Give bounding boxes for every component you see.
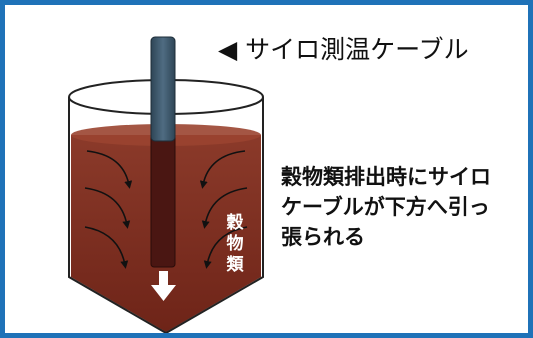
description-line: 穀物類排出時にサイロ (281, 165, 491, 189)
flow-arrow (84, 226, 129, 269)
flow-arrow (84, 187, 131, 229)
grain-label: 穀物類 (226, 213, 244, 275)
description-line: ケーブルが下方へ引っ (281, 195, 490, 219)
description-line: 張られる (281, 225, 365, 249)
description-text: 穀物類排出時にサイロ ケーブルが下方へ引っ 張られる (281, 162, 521, 252)
pull-down-arrow (151, 271, 176, 301)
flow-arrows (84, 150, 248, 269)
flow-arrow (201, 187, 248, 229)
flow-arrow (199, 150, 246, 189)
silo-outline (68, 97, 264, 333)
flow-arrow (203, 226, 248, 269)
cable-label: ◀ サイロ測温ケーブル (218, 35, 469, 64)
cable (150, 36, 176, 142)
flow-arrow (86, 150, 133, 189)
cable-buried (150, 134, 176, 268)
silo-diagram (68, 36, 264, 333)
